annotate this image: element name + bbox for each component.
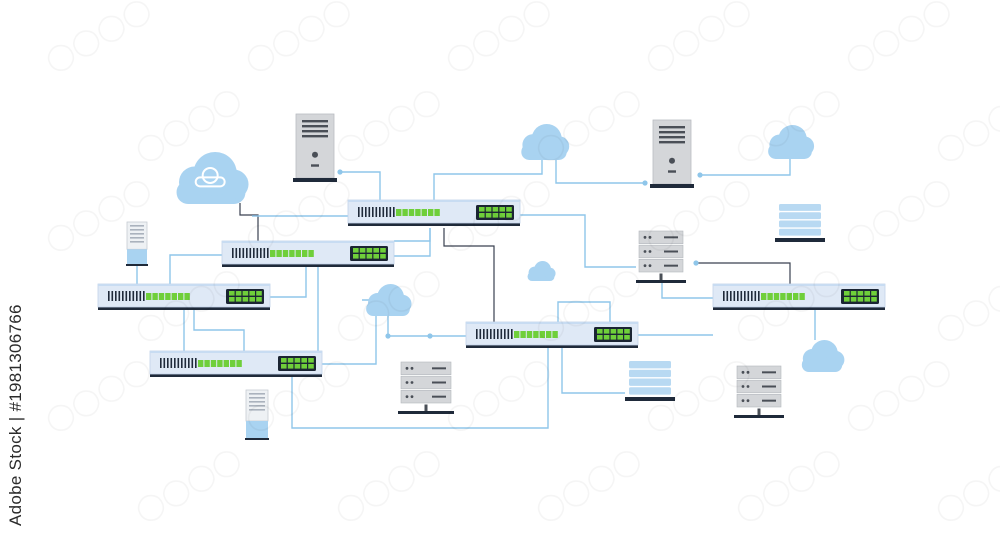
tower-server-top-center-icon [293, 113, 337, 182]
switch-left-middle [97, 283, 271, 310]
storage-right-upper-icon [775, 204, 825, 242]
connection-line [520, 214, 636, 268]
cloud-center-icon [366, 284, 412, 316]
storage-lower-center-icon [625, 361, 675, 401]
connection-node-dot [385, 333, 391, 339]
connection-line [387, 316, 466, 337]
connection-line [557, 301, 611, 322]
switch-top-center [347, 199, 521, 226]
connection-line [561, 348, 625, 394]
cloud-left-large-icon [176, 152, 249, 204]
rack-server-center-icon [636, 230, 686, 283]
connection-line [169, 254, 222, 284]
connection-node-dot [697, 172, 703, 178]
switch-left-upper [221, 240, 395, 267]
side-credit-text: Adobe Stock | #1981306766 [6, 304, 25, 526]
connection-line [700, 159, 791, 176]
switch-center-lower [465, 321, 639, 348]
connection-node-dot [337, 169, 343, 175]
connection-node-dot [693, 260, 699, 266]
cloud-bottom-right-icon [801, 340, 845, 372]
connection-line [291, 348, 549, 429]
connection-line [394, 228, 431, 257]
connection-node-dot [427, 333, 433, 339]
connection-line [193, 310, 245, 351]
connection-line [661, 283, 713, 299]
connection-node-dot [642, 180, 648, 186]
connection-line [270, 267, 307, 298]
connection-line [696, 262, 791, 284]
small-unit-left-lower-icon [245, 389, 269, 440]
cloud-top-right-icon [768, 125, 815, 159]
small-unit-left-upper-icon [126, 221, 148, 266]
cloud-top-center-icon [521, 123, 570, 160]
connection-line [443, 228, 495, 322]
switch-right [712, 283, 886, 310]
connection-line [340, 171, 381, 200]
cloud-small-center-icon [527, 261, 556, 281]
connection-line [239, 203, 259, 241]
connection-line [555, 160, 645, 184]
tower-server-top-right-icon [650, 119, 694, 188]
network-devices [97, 113, 886, 440]
switch-left-lower [149, 350, 323, 377]
rack-server-lower-right-icon [734, 365, 784, 418]
connection-line [433, 160, 543, 200]
connection-line [394, 228, 431, 242]
connection-lines [136, 159, 816, 429]
rack-server-lower-center-icon [398, 361, 454, 414]
